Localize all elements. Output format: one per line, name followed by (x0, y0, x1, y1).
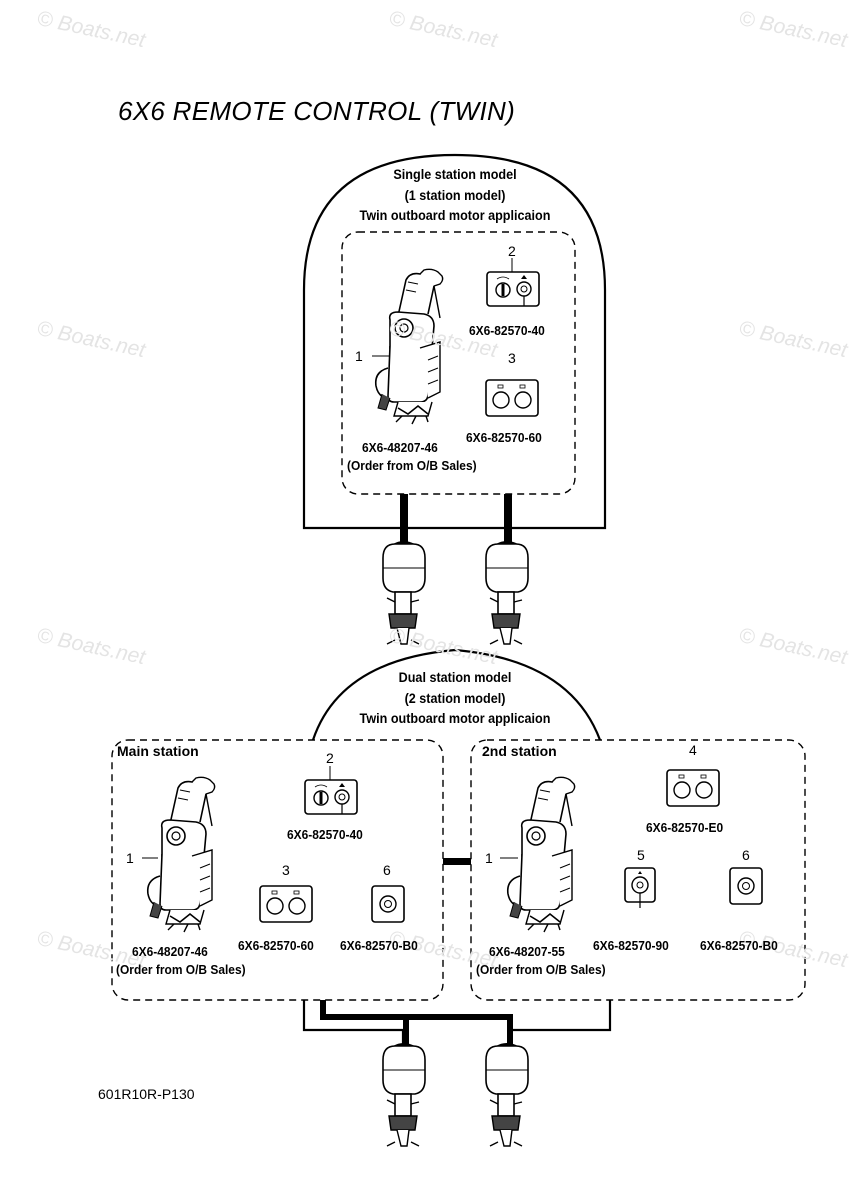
callout-number: 6 (742, 847, 750, 863)
part-number: 6X6-82570-E0 (646, 820, 724, 835)
part-note: (Order from O/B Sales) (476, 962, 606, 977)
callout-number: 1 (485, 850, 493, 866)
switch-panel-icon (486, 271, 540, 307)
part-number: 6X6-82570-60 (238, 938, 314, 953)
header-line: Twin outboard motor applicaion (359, 207, 551, 223)
part-number: 6X6-48207-46 (132, 944, 208, 959)
outboard-motor-icon (382, 1042, 426, 1147)
header-line: (1 station model) (404, 186, 506, 203)
callout-number: 3 (282, 862, 290, 878)
header-line: (2 station model) (404, 689, 506, 706)
callout-number: 1 (126, 850, 134, 866)
callout-number: 4 (689, 742, 697, 758)
callout-number: 6 (383, 862, 391, 878)
part-number: 6X6-82570-B0 (340, 938, 418, 953)
callout-number: 1 (355, 348, 363, 364)
main-station-label: Main station (117, 743, 199, 759)
dual-station-header: Dual station model (2 station model) Twi… (352, 667, 559, 729)
part-number: 6X6-82570-90 (593, 938, 669, 953)
main-station-dashed-box (111, 739, 444, 1001)
outboard-motor-icon (485, 1042, 529, 1147)
part-note: (Order from O/B Sales) (116, 962, 246, 977)
twin-button-panel-icon (666, 769, 720, 807)
single-station-outline (302, 153, 607, 530)
callout-number: 2 (326, 750, 334, 766)
single-button-panel-icon (729, 867, 763, 905)
callout-number: 2 (508, 243, 516, 259)
second-station-dashed-box (470, 739, 806, 1001)
callout-number: 3 (508, 350, 516, 366)
single-button-panel-icon (371, 885, 405, 923)
twin-button-panel-icon (259, 885, 313, 923)
part-number: 6X6-48207-55 (489, 944, 565, 959)
header-line: Single station model (393, 166, 517, 182)
outboard-motor-icon (485, 540, 529, 645)
switch-panel-icon (304, 779, 358, 815)
callout-number: 5 (637, 847, 645, 863)
header-line: Twin outboard motor applicaion (359, 710, 551, 726)
part-number: 6X6-48207-46 (362, 440, 438, 455)
part-note: (Order from O/B Sales) (347, 458, 477, 473)
part-number: 6X6-82570-B0 (700, 938, 778, 953)
part-number: 6X6-82570-40 (469, 323, 545, 338)
outboard-motor-icon (382, 540, 426, 645)
single-station-dashed-box (341, 231, 576, 495)
part-number: 6X6-82570-60 (466, 430, 542, 445)
remote-control-icon (374, 268, 444, 425)
twin-button-panel-icon (485, 379, 539, 417)
remote-control-icon (506, 776, 576, 933)
single-station-header: Single station model (1 station model) T… (352, 164, 559, 226)
remote-control-icon (146, 776, 216, 933)
second-station-label: 2nd station (482, 743, 557, 759)
page-title: 6X6 REMOTE CONTROL (TWIN) (118, 96, 516, 126)
key-switch-panel-icon (624, 867, 656, 909)
diagram-code: 601R10R-P130 (98, 1086, 195, 1102)
part-number: 6X6-82570-40 (287, 827, 363, 842)
dual-station-arch (311, 648, 602, 741)
header-line: Dual station model (398, 669, 512, 685)
